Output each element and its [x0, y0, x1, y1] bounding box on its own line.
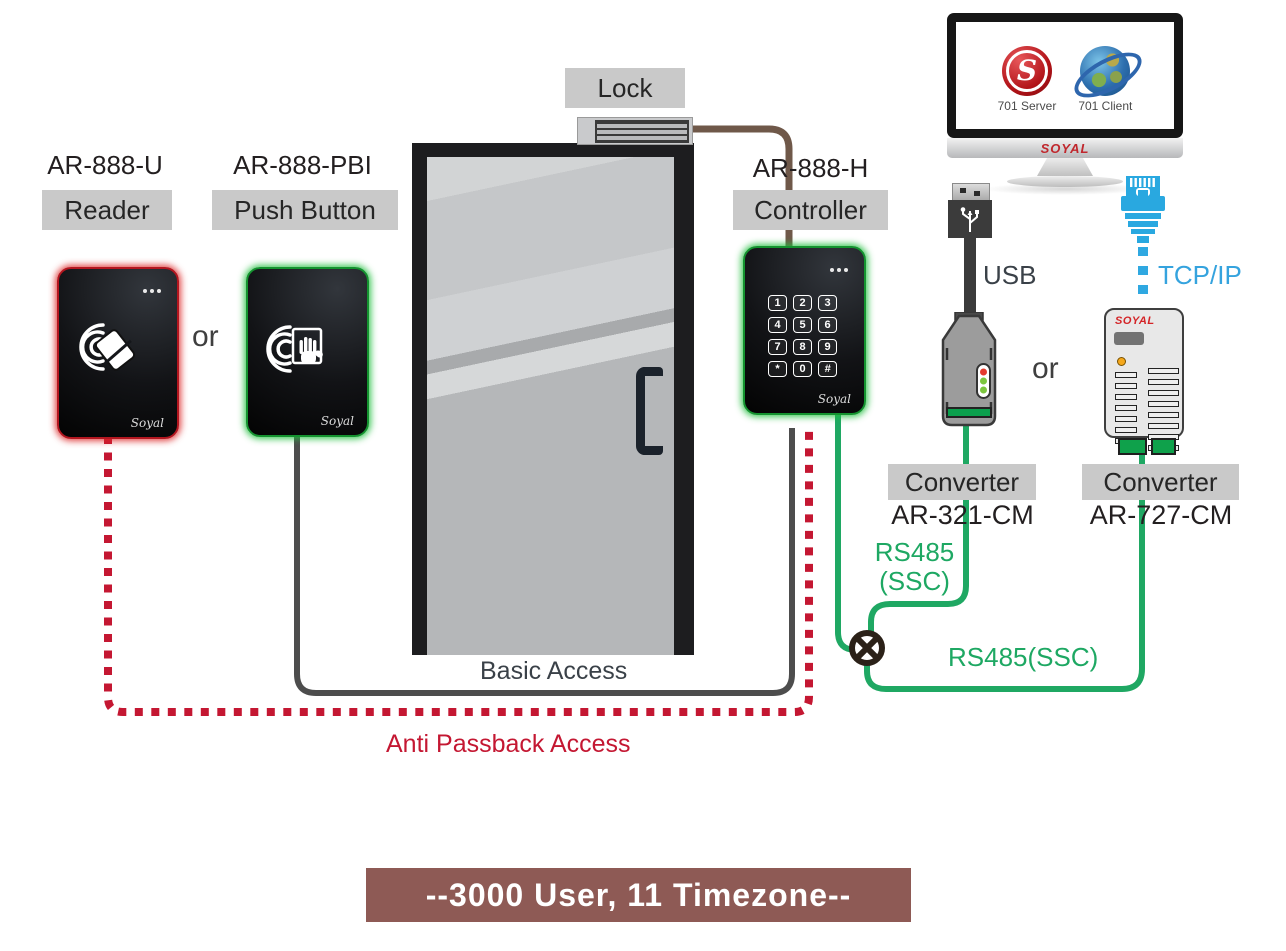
- keypad-key: 6: [818, 317, 837, 333]
- wire-rs485-controller-to-junction: [835, 412, 857, 653]
- lock-plate: [595, 120, 689, 143]
- keypad-key: 2: [793, 295, 812, 311]
- power-led-icon: [1117, 357, 1126, 366]
- door-handle-icon: [636, 367, 663, 455]
- door-glass: [427, 157, 674, 655]
- push-button-device: Soyal: [246, 267, 369, 437]
- brand-script: Soyal: [320, 414, 354, 428]
- app-701-client: 701 Client: [1068, 43, 1149, 129]
- monitor-shadow: [983, 183, 1147, 195]
- wire-rs485-ar321-to-junction: [868, 424, 969, 634]
- rj45-connector-icon: [1121, 176, 1165, 243]
- keypad-key: 7: [768, 339, 787, 355]
- wire-lock-to-controller: [683, 125, 793, 252]
- converter-lan-model: AR-727-CM: [1089, 500, 1233, 530]
- rs485-ssc-horizontal-label: RS485(SSC): [948, 642, 1099, 672]
- monitor-brand: SOYAL: [947, 138, 1183, 158]
- converter-brand: SOYAL: [1115, 315, 1155, 327]
- brand-script: Soyal: [817, 392, 851, 406]
- wire-junction-icon: [849, 630, 885, 666]
- converter-ar727-device: SOYAL: [1104, 308, 1184, 455]
- door: [412, 143, 694, 655]
- server-s-badge-icon: S: [1001, 46, 1052, 96]
- magnetic-lock-icon: [577, 117, 693, 145]
- converter-usb-model: AR-321-CM: [891, 500, 1034, 530]
- terminal-block: [1118, 438, 1147, 455]
- led-dots-icon: [830, 268, 848, 272]
- monitor-stand-neck: [1037, 158, 1093, 176]
- keypad-key: 8: [793, 339, 812, 355]
- controller-keypad: 1 2 3 4 5 6 7 8 9 * 0 #: [768, 295, 837, 377]
- keypad-key: 4: [768, 317, 787, 333]
- keypad-key: 9: [818, 339, 837, 355]
- monitor-stand-base: [1007, 176, 1123, 187]
- wire-basic-access: [294, 428, 795, 696]
- controller-device: 1 2 3 4 5 6 7 8 9 * 0 # Soyal: [743, 246, 866, 415]
- keypad-key: 1: [768, 295, 787, 311]
- keypad-key: 5: [793, 317, 812, 333]
- or-label-devices: or: [192, 320, 219, 353]
- lock-label: Lock: [565, 68, 685, 108]
- controller-label: Controller: [733, 190, 888, 230]
- converter-port: [1114, 332, 1144, 345]
- push-button-label: Push Button: [212, 190, 398, 230]
- converter-lan-label: Converter: [1082, 464, 1239, 500]
- monitor-screen: S 701 Server 701 Client: [956, 22, 1174, 129]
- converter-ar321-device: [941, 312, 997, 427]
- globe-icon: [1068, 43, 1149, 107]
- tcpip-label: TCP/IP: [1158, 260, 1242, 290]
- keypad-key: 3: [818, 295, 837, 311]
- usb-trident-icon: [948, 200, 992, 238]
- reader-label: Reader: [42, 190, 172, 230]
- capacity-banner: --3000 User, 11 Timezone--: [366, 868, 911, 922]
- wire-anti-passback: [104, 428, 813, 716]
- contactless-card-icon: [79, 323, 136, 371]
- basic-access-label: Basic Access: [480, 657, 628, 685]
- app-label: 701 Server: [997, 99, 1057, 113]
- wire-rs485-junction-to-ar727: [864, 450, 1145, 692]
- hand-press-icon: [266, 325, 323, 373]
- usb-label: USB: [983, 260, 1037, 290]
- or-label-converters: or: [1032, 352, 1059, 385]
- reader-device: Soyal: [57, 267, 179, 439]
- keypad-key: *: [768, 361, 787, 377]
- led-dots-icon: [143, 289, 161, 293]
- keypad-key: 0: [793, 361, 812, 377]
- terminal-block: [1151, 438, 1176, 455]
- computer-monitor: S 701 Server 701 Client: [947, 13, 1183, 138]
- app-701-server: S 701 Server: [997, 46, 1057, 129]
- globe-orbit: [1068, 43, 1149, 107]
- keypad-key: #: [818, 361, 837, 377]
- reader-model: AR-888-U: [47, 150, 163, 180]
- push-button-model: AR-888-PBI: [233, 150, 372, 180]
- converter-usb-label: Converter: [888, 464, 1036, 500]
- anti-passback-label: Anti Passback Access: [386, 730, 631, 758]
- app-label: 701 Client: [1078, 99, 1133, 113]
- vent-slots-left: [1115, 372, 1137, 444]
- controller-model: AR-888-H: [752, 153, 869, 183]
- rs485-ssc-vertical-label: RS485 (SSC): [874, 537, 955, 596]
- brand-script: Soyal: [130, 416, 164, 430]
